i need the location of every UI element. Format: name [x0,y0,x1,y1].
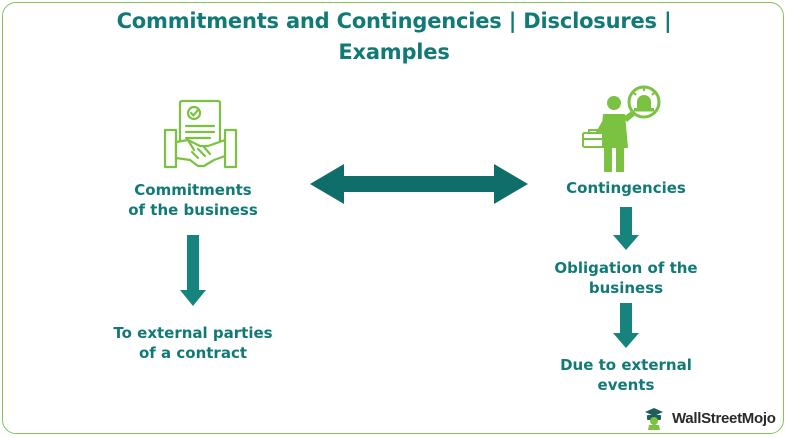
contract-handshake-icon [163,99,238,169]
brand-logo: WallStreetMojo [641,404,776,432]
down-arrow-left [180,235,206,306]
person-with-risk-icon [582,85,661,172]
brand-name: WallStreetMojo [672,409,776,427]
diagram-frame [2,2,784,434]
wallstreetmojo-logo-icon [645,408,663,430]
page-title: Commitments and Contingencies | Disclosu… [116,9,672,64]
down-arrow-right-2 [613,303,639,348]
obligation-label: Obligation of the business [554,259,698,297]
commitments-detail: To external parties of a contract [113,324,273,362]
commitments-heading: Commitments of the business [128,181,258,219]
contingencies-heading: Contingencies [566,179,686,197]
down-arrow-right-1 [613,207,639,250]
double-arrow [310,164,528,204]
external-events-label: Due to external events [560,356,692,394]
